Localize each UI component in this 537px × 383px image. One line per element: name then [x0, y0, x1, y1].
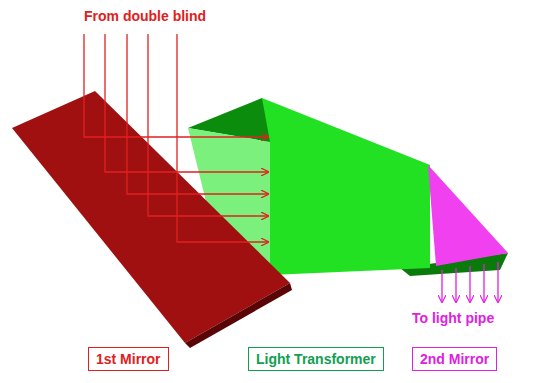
outgoing-rays	[442, 262, 498, 302]
output-label: To light pipe	[412, 310, 494, 326]
input-label: From double blind	[84, 8, 206, 24]
transformer-main-face	[262, 98, 430, 275]
first-mirror	[12, 91, 290, 343]
transformer-caption-box: Light Transformer	[248, 347, 384, 371]
first-mirror-edge	[185, 283, 292, 348]
mirror-caption-box: 1st Mirror	[88, 347, 169, 371]
caption-text: 2nd Mirror	[420, 351, 489, 367]
caption-text: 1st Mirror	[96, 351, 161, 367]
second-mirror	[428, 165, 508, 266]
caption-text: Light Transformer	[256, 351, 376, 367]
incoming-rays	[84, 34, 268, 242]
mirror-caption-box: 2nd Mirror	[412, 347, 497, 371]
